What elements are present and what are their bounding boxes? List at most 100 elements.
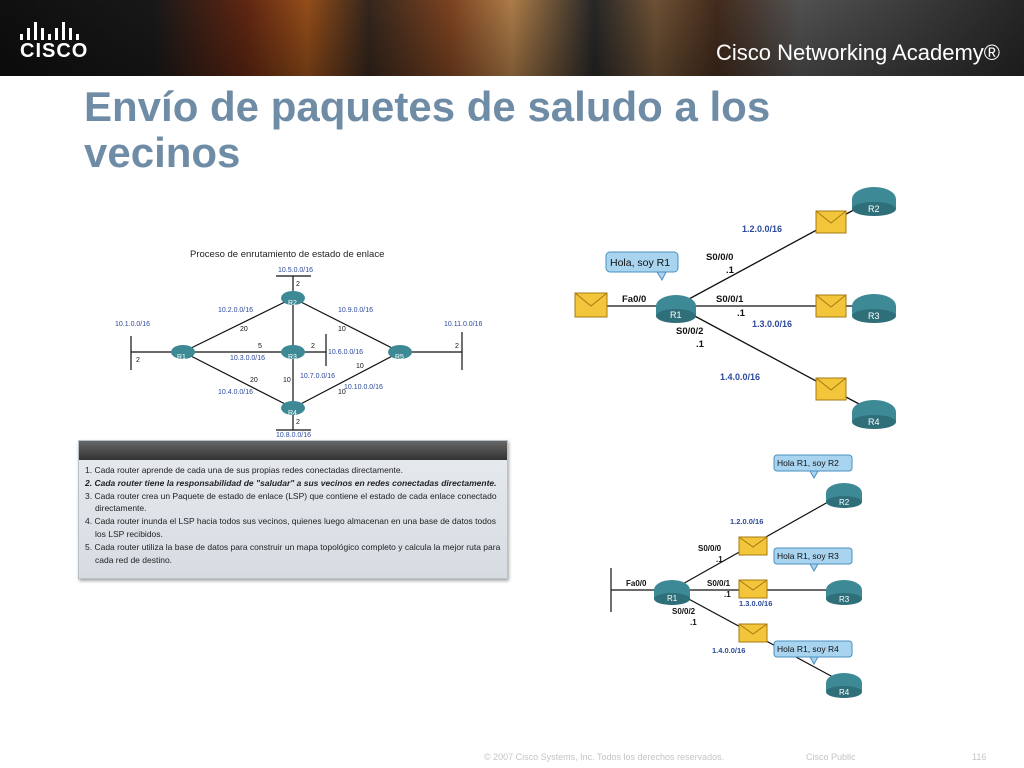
network-1-4: 1.4.0.0/16 <box>712 646 745 655</box>
academy-name: Cisco Networking Academy® <box>716 40 1000 65</box>
interface-s002: S0/0/2 <box>672 607 696 616</box>
router-r3: R3 <box>826 580 862 605</box>
interface-s001: S0/0/1 <box>716 294 744 305</box>
router-r2-label: R2 <box>839 498 850 507</box>
router-r2-label: R2 <box>288 300 297 307</box>
router-r4: R4 <box>826 673 862 698</box>
cost-r3-r4: 10 <box>356 363 364 370</box>
interface-s000: S0/0/0 <box>698 544 722 553</box>
router-r4-label: R4 <box>868 417 880 427</box>
interface-s002-ip: .1 <box>696 339 705 350</box>
router-r2: R2 <box>281 291 305 307</box>
interface-s002: S0/0/2 <box>676 326 703 337</box>
router-r5: R5 <box>388 345 412 361</box>
router-r3-label: R3 <box>839 595 850 604</box>
interface-s000: S0/0/0 <box>706 252 733 263</box>
steps-panel: 1. Cada router aprende de cada una de su… <box>78 440 508 579</box>
router-r3-label: R3 <box>868 311 880 321</box>
topology-title: Proceso de enrutamiento de estado de enl… <box>190 249 384 260</box>
cost-r4-r5: 10 <box>338 389 346 396</box>
topology-network-labels: 10.1.0.0/16 10.2.0.0/16 10.3.0.0/16 10.4… <box>115 267 483 439</box>
router-r1: R1 <box>171 345 195 361</box>
network-1-3: 1.3.0.0/16 <box>739 599 772 608</box>
router-r5-label: R5 <box>395 354 404 361</box>
cost-r5-stub: 2 <box>455 343 459 350</box>
net-10-10: 10.10.0.0/16 <box>344 384 383 391</box>
step-2: 2. Cada router tiene la responsabilidad … <box>85 477 497 488</box>
interface-s001-ip: .1 <box>724 590 731 599</box>
network-1-3: 1.3.0.0/16 <box>752 319 792 329</box>
router-r1: R1 <box>654 580 690 605</box>
envelope-icon <box>738 623 768 643</box>
router-r2-label: R2 <box>868 204 880 214</box>
topology-routers: R1 R2 R3 R4 R5 <box>171 291 412 417</box>
router-r4-label: R4 <box>839 688 850 697</box>
interface-s001: S0/0/1 <box>707 579 731 588</box>
steps-panel-header <box>79 441 507 460</box>
step-3: 3. Cada router crea un Paquete de estado… <box>85 490 497 514</box>
footer-copyright: © 2007 Cisco Systems, Inc. Todos los der… <box>484 752 725 762</box>
step-4: 4. Cada router inunda el LSP hacia todos… <box>85 516 496 539</box>
footer-classification: Cisco Public <box>806 752 856 762</box>
router-r2: R2 <box>852 187 896 216</box>
reply-bubble-r2: Hola R1, soy R2 <box>773 454 853 480</box>
hello-bubble: Hola, soy R1 <box>605 251 679 282</box>
net-10-2: 10.2.0.0/16 <box>218 307 253 314</box>
router-r1-label: R1 <box>177 354 186 361</box>
interface-s002-ip: .1 <box>690 618 697 627</box>
interface-fa00: Fa0/0 <box>622 294 646 305</box>
reply-bubble-r4: Hola R1, soy R4 <box>773 640 853 666</box>
link-state-topology: Proceso de enrutamiento de estado de enl… <box>115 249 483 439</box>
step-5: 5. Cada router utiliza la base de datos … <box>85 541 501 565</box>
router-r1-label: R1 <box>670 310 682 320</box>
router-r1: R1 <box>656 295 696 323</box>
router-r3: R3 <box>281 345 305 361</box>
interface-s000-ip: .1 <box>716 555 723 564</box>
envelope-icon <box>574 292 608 318</box>
topology-cost-labels: 2 2 2 2 20 5 20 10 2 10 10 10 <box>136 281 459 426</box>
cost-r3-stub: 2 <box>311 343 315 350</box>
hello-send-diagram: Hola, soy R1 R1 R2 R3 R4 Fa0/0 S0/0/0 .1… <box>574 187 896 429</box>
footer-page-number: 116 <box>972 752 987 762</box>
router-r4-label: R4 <box>288 410 297 417</box>
router-r4: R4 <box>281 401 305 417</box>
cost-r1-r4: 20 <box>250 377 258 384</box>
cost-r1-r3: 5 <box>258 343 262 350</box>
envelope-icon <box>738 536 768 556</box>
router-r1-label: R1 <box>667 594 678 603</box>
steps-list: 1. Cada router aprende de cada una de su… <box>79 460 507 566</box>
step-1: 1. Cada router aprende de cada una de su… <box>85 465 404 475</box>
router-r3: R3 <box>852 294 896 323</box>
net-10-8: 10.8.0.0/16 <box>276 432 311 439</box>
header-banner: CISCO Cisco Networking Academy® <box>0 0 1024 76</box>
banner-photo-strip <box>0 0 1024 76</box>
net-10-11: 10.11.0.0/16 <box>444 321 483 328</box>
net-10-5: 10.5.0.0/16 <box>278 267 313 274</box>
slide-title: Envío de paquetes de saludo a los vecino… <box>84 83 771 176</box>
envelope-icon <box>815 294 847 318</box>
reply-r2-text: Hola R1, soy R2 <box>777 458 839 468</box>
cisco-logo: CISCO <box>20 16 110 62</box>
cost-r4-stub: 2 <box>296 419 300 426</box>
hello-reply-diagram: Hola R1, soy R2 Hola R1, soy R3 Hola R1,… <box>610 454 862 698</box>
router-r2: R2 <box>826 483 862 508</box>
interface-s000-ip: .1 <box>726 265 735 276</box>
cost-r1-stub: 2 <box>136 357 140 364</box>
cost-r2-stub: 2 <box>296 281 300 288</box>
hello-bubble-text: Hola, soy R1 <box>610 257 670 269</box>
net-10-7: 10.7.0.0/16 <box>300 373 335 380</box>
cost-r2-r5: 10 <box>338 326 346 333</box>
cost-r2-r3: 10 <box>283 377 291 384</box>
interface-s001-ip: .1 <box>737 308 746 319</box>
net-10-9: 10.9.0.0/16 <box>338 307 373 314</box>
envelope-icon <box>815 210 847 234</box>
reply-r3-text: Hola R1, soy R3 <box>777 551 839 561</box>
network-1-2: 1.2.0.0/16 <box>730 517 763 526</box>
cisco-wordmark: CISCO <box>20 40 89 62</box>
router-r3-label: R3 <box>288 354 297 361</box>
network-1-2: 1.2.0.0/16 <box>742 224 782 234</box>
cost-r1-r2: 20 <box>240 326 248 333</box>
reply-r4-text: Hola R1, soy R4 <box>777 644 839 654</box>
net-10-6: 10.6.0.0/16 <box>328 349 363 356</box>
interface-fa00: Fa0/0 <box>626 579 647 588</box>
